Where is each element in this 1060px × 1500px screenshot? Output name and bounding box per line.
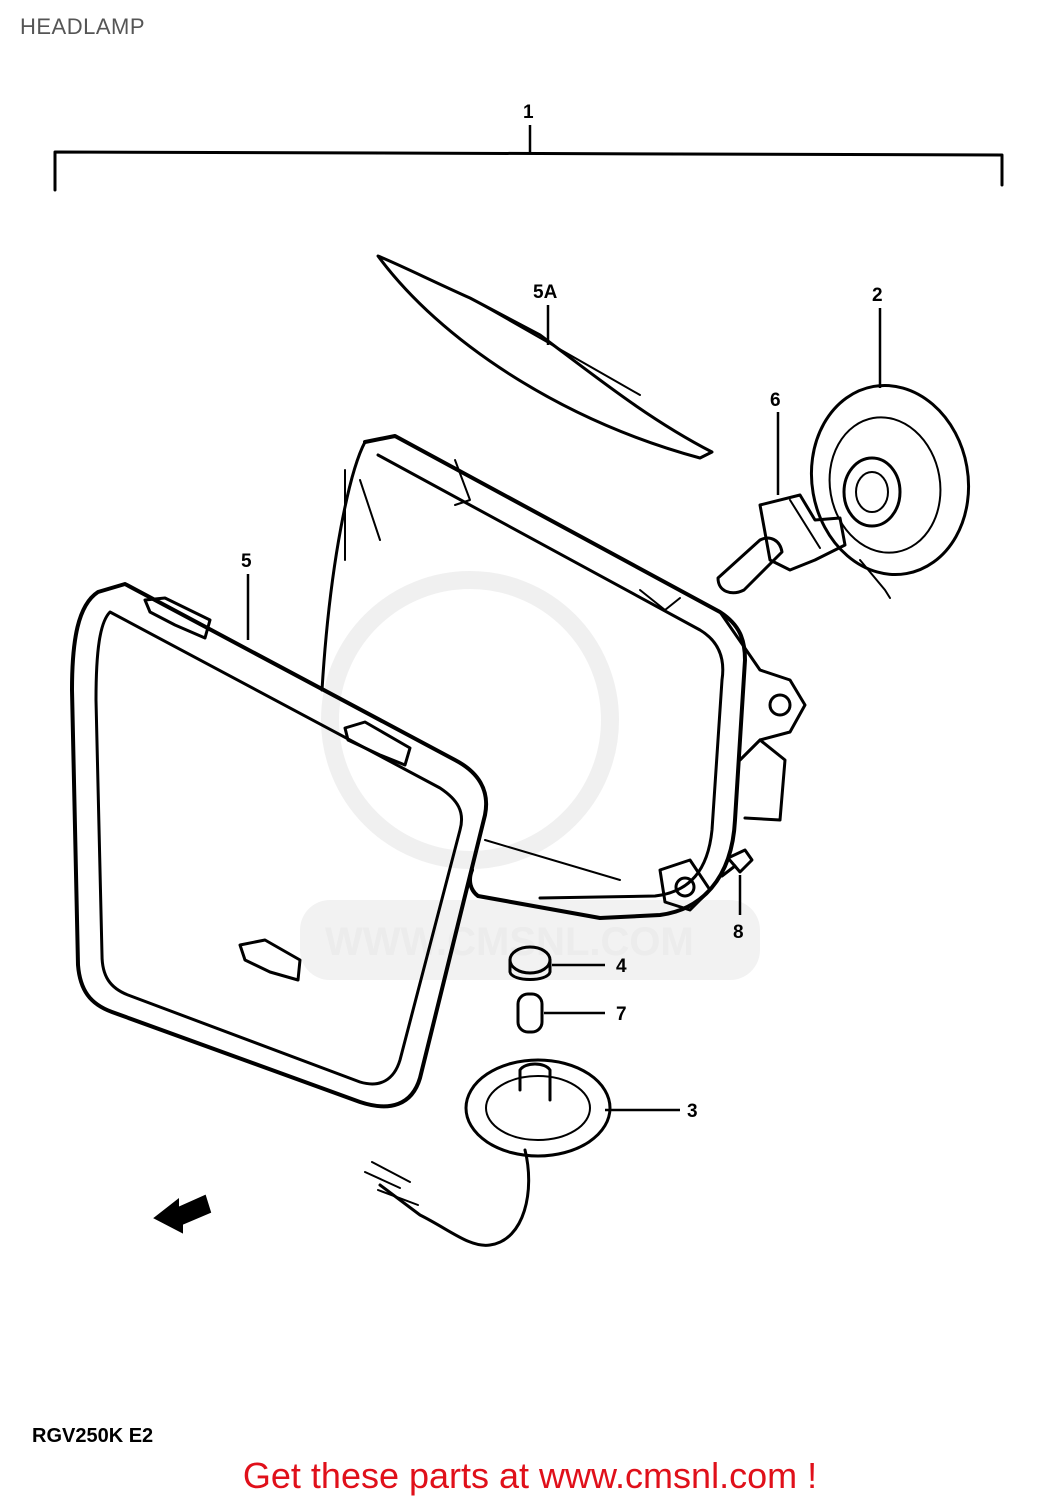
- callout-2[interactable]: 2: [872, 285, 883, 306]
- part-2-socket-cover[interactable]: [797, 373, 984, 599]
- callout-5[interactable]: 5: [241, 551, 252, 572]
- part-8-screw[interactable]: [720, 848, 754, 878]
- watermark: WWW.CMSNL.COM: [300, 571, 760, 980]
- headlamp-housing[interactable]: [320, 434, 807, 920]
- page-title: HEADLAMP: [20, 14, 146, 39]
- model-code: RGV250K E2: [32, 1425, 153, 1447]
- callout-4[interactable]: 4: [616, 956, 627, 977]
- assembly-bracket: [53, 125, 1004, 192]
- callout-1[interactable]: 1: [523, 102, 534, 123]
- front-direction-arrow-icon: [153, 1194, 212, 1234]
- part-3-socket-wiring[interactable]: [364, 1058, 612, 1247]
- callout-8[interactable]: 8: [733, 922, 744, 943]
- callout-3[interactable]: 3: [687, 1101, 698, 1122]
- part-5a-lens-strip[interactable]: [376, 254, 714, 460]
- part-5-rim[interactable]: [70, 582, 489, 1109]
- callout-6[interactable]: 6: [770, 390, 781, 411]
- part-7-position-bulb[interactable]: [516, 992, 544, 1034]
- part-4-grommet[interactable]: [508, 945, 552, 981]
- part-6-bulb[interactable]: [716, 493, 847, 595]
- callout-5a[interactable]: 5A: [533, 282, 558, 303]
- callout-7[interactable]: 7: [616, 1004, 627, 1025]
- get-parts-link[interactable]: Get these parts at www.cmsnl.com !: [242, 1455, 818, 1496]
